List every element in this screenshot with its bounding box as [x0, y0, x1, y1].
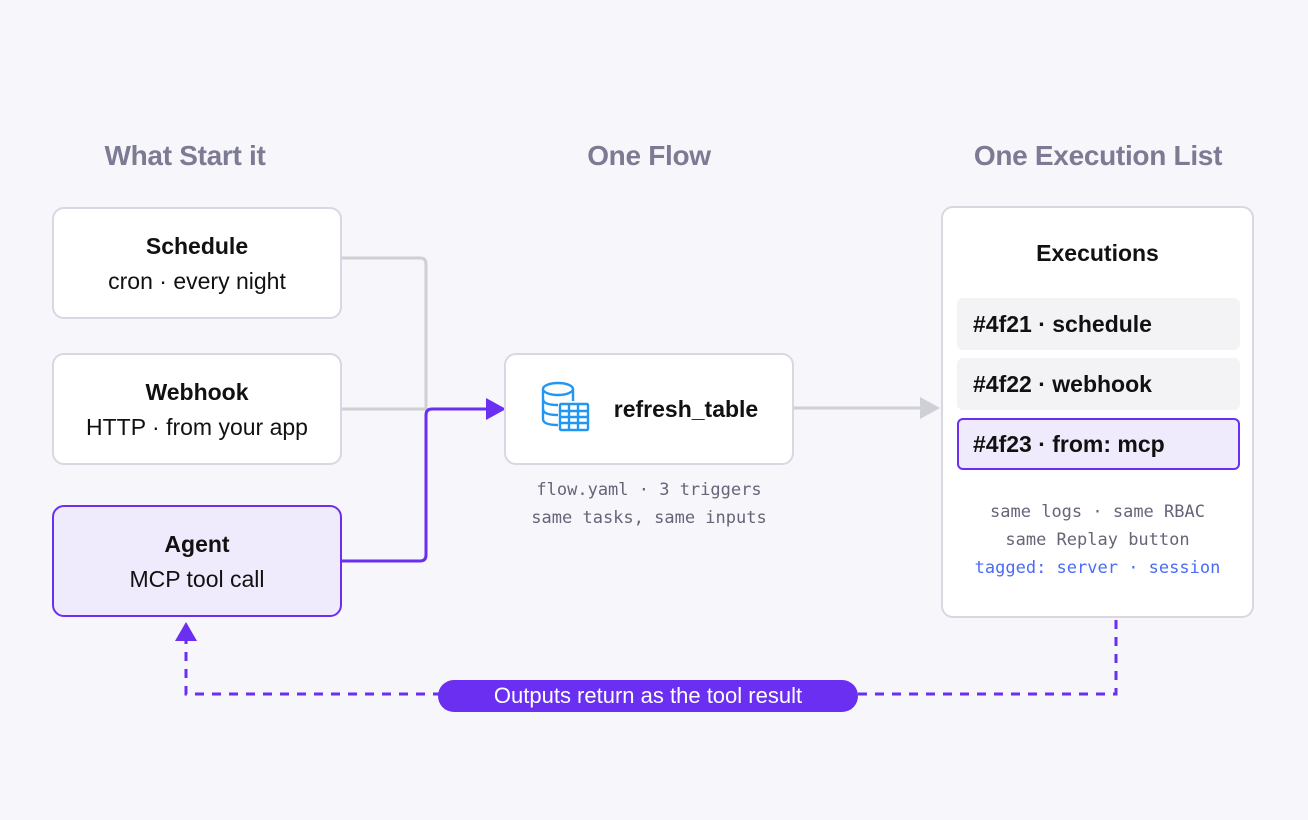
return-dashed-connector [184, 620, 1118, 696]
flow-note: flow.yaml · 3 triggers same tasks, same … [494, 476, 804, 532]
header-triggers: What Start it [104, 140, 266, 171]
flow-to-executions-arrowhead [920, 397, 940, 419]
agent-arrowhead [486, 398, 506, 420]
executions-tag-line: tagged: server · session [974, 558, 1221, 578]
trigger-title: Webhook [145, 379, 249, 405]
trigger-card-agent[interactable]: Agent MCP tool call [52, 505, 342, 617]
trigger-subtitle: cron · every night [108, 268, 286, 294]
flow-card[interactable]: refresh_table [504, 353, 794, 465]
executions-note-line: same Replay button [1005, 530, 1190, 550]
executions-panel: Executions #4f21 · schedule #4f22 · webh… [941, 206, 1254, 618]
trigger-title: Schedule [145, 233, 249, 259]
executions-note: same logs · same RBAC same Replay button… [943, 498, 1252, 582]
flow-note-line: same tasks, same inputs [531, 508, 767, 528]
trigger-card-schedule[interactable]: Schedule cron · every night [52, 207, 342, 319]
header-flow: One Flow [587, 140, 711, 171]
schedule-connector [342, 256, 428, 409]
trigger-title: Agent [164, 531, 230, 557]
execution-row[interactable]: #4f22 · webhook [957, 358, 1240, 410]
executions-title: Executions [1036, 240, 1159, 266]
execution-row[interactable]: #4f21 · schedule [957, 298, 1240, 350]
trigger-subtitle: MCP tool call [129, 566, 265, 592]
flow-note-line: flow.yaml · 3 triggers [536, 480, 762, 500]
return-arrowhead [175, 622, 197, 641]
agent-connector [342, 407, 488, 563]
return-label-pill: Outputs return as the tool result [438, 680, 858, 712]
execution-row-highlighted[interactable]: #4f23 · from: mcp [957, 418, 1240, 470]
database-table-icon [540, 380, 592, 439]
executions-note-line: same logs · same RBAC [990, 502, 1205, 522]
trigger-card-webhook[interactable]: Webhook HTTP · from your app [52, 353, 342, 465]
header-executions: One Execution List [973, 140, 1223, 171]
flow-name: refresh_table [613, 395, 759, 422]
trigger-subtitle: HTTP · from your app [86, 414, 308, 440]
